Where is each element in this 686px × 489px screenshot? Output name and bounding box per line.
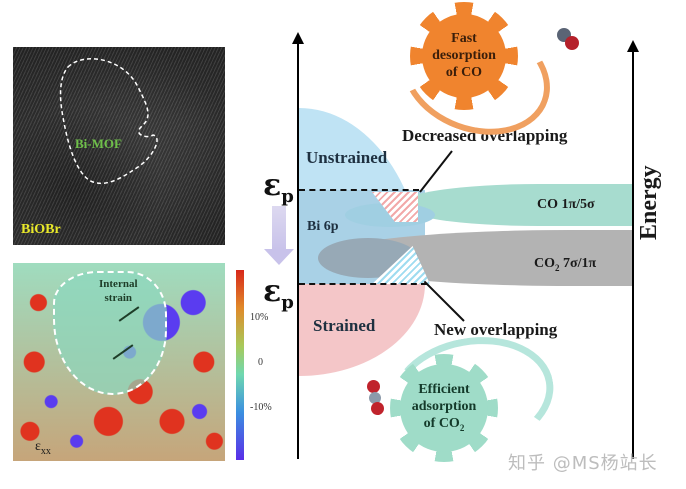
new-overlapping-label: New overlapping xyxy=(434,320,558,339)
fermi-level-strained xyxy=(299,283,427,285)
co2-molecule-carbon-icon xyxy=(369,392,381,404)
decreased-overlapping-label: Decreased overlapping xyxy=(402,126,568,145)
co2-molecule-oxygen-icon xyxy=(367,380,380,393)
internal-strain-region xyxy=(53,271,167,395)
strain-component-label: εxx xyxy=(35,439,51,457)
adsorption-gear-label: Efficient adsorption of CO2 xyxy=(411,382,477,433)
bimof-label: Bi-MOF xyxy=(75,136,122,151)
co2-molecule-oxygen-icon xyxy=(371,402,384,415)
co-band-label: CO 1π/5σ xyxy=(537,197,595,212)
watermark: 知乎 @MS杨站长 xyxy=(508,453,658,474)
tem-lattice-texture xyxy=(13,47,225,245)
co-molecule-oxygen-icon xyxy=(565,36,579,50)
colorbar-tick: 10% xyxy=(250,312,269,323)
energy-axis-label: Energy xyxy=(636,165,662,240)
decreased-pointer-arrow-icon xyxy=(419,150,453,193)
desorption-gear-label: Fast desorption of CO xyxy=(432,31,496,80)
desorption-gear-body xyxy=(422,14,506,98)
co-orbital-band xyxy=(398,184,633,226)
bi6p-label: Bi 6p xyxy=(307,219,339,234)
tem-image-panel: Bi-MOF BiOBr xyxy=(13,47,225,245)
fermi-level-unstrained xyxy=(299,189,419,191)
fermi-symbol-upper: εp xyxy=(263,168,294,207)
biobr-label: BiOBr xyxy=(21,222,61,237)
strain-colorbar xyxy=(236,270,244,460)
unstrained-label: Unstrained xyxy=(306,148,388,167)
adsorption-gear-body xyxy=(400,364,488,452)
strain-map-panel: Internal strain εxx xyxy=(13,263,225,461)
right-energy-axis xyxy=(627,40,639,459)
colorbar-tick: 0 xyxy=(258,357,263,368)
left-energy-axis xyxy=(292,32,304,459)
colorbar-tick: -10% xyxy=(250,402,272,413)
strained-label: Strained xyxy=(313,316,376,335)
new-pointer-arrow-icon xyxy=(423,280,465,322)
co2-band-label: CO2 7σ/1π xyxy=(534,256,597,273)
internal-strain-label: Internal strain xyxy=(99,278,138,304)
fermi-shift-arrowhead-icon xyxy=(264,249,294,265)
bimof-boundary-outline xyxy=(59,58,158,184)
fermi-symbol-lower: εp xyxy=(263,274,294,313)
fermi-shift-arrow-icon xyxy=(272,206,286,250)
